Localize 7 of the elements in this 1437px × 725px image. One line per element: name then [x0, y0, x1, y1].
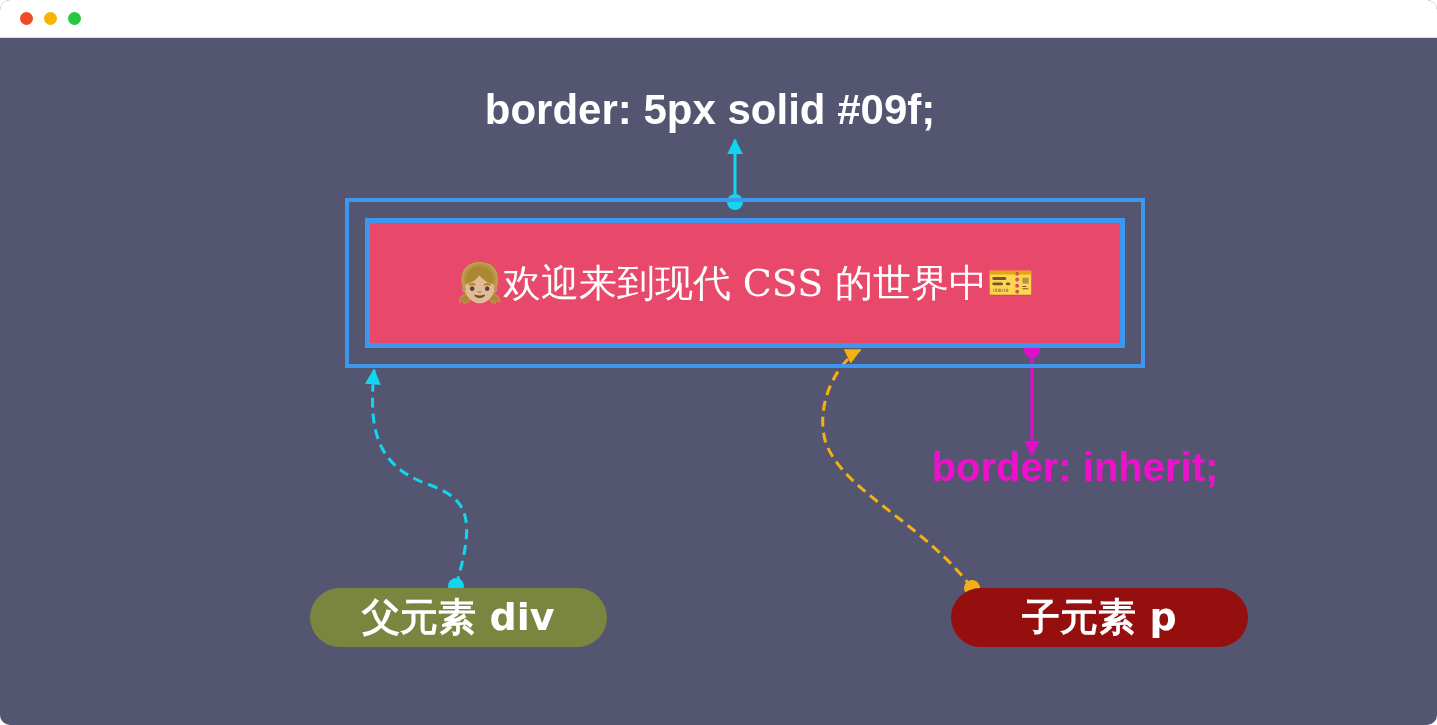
code-text: border: 5px solid #09f; — [420, 80, 1000, 140]
code-text: border: inherit; — [900, 440, 1250, 495]
label-pill: 子元素 p — [951, 588, 1248, 647]
arrow — [727, 138, 743, 210]
parent-box — [345, 198, 1145, 368]
label-pill: 父元素 div — [310, 588, 607, 647]
child-box: 👧🏼欢迎来到现代 CSS 的世界中🎫 — [365, 218, 1125, 348]
